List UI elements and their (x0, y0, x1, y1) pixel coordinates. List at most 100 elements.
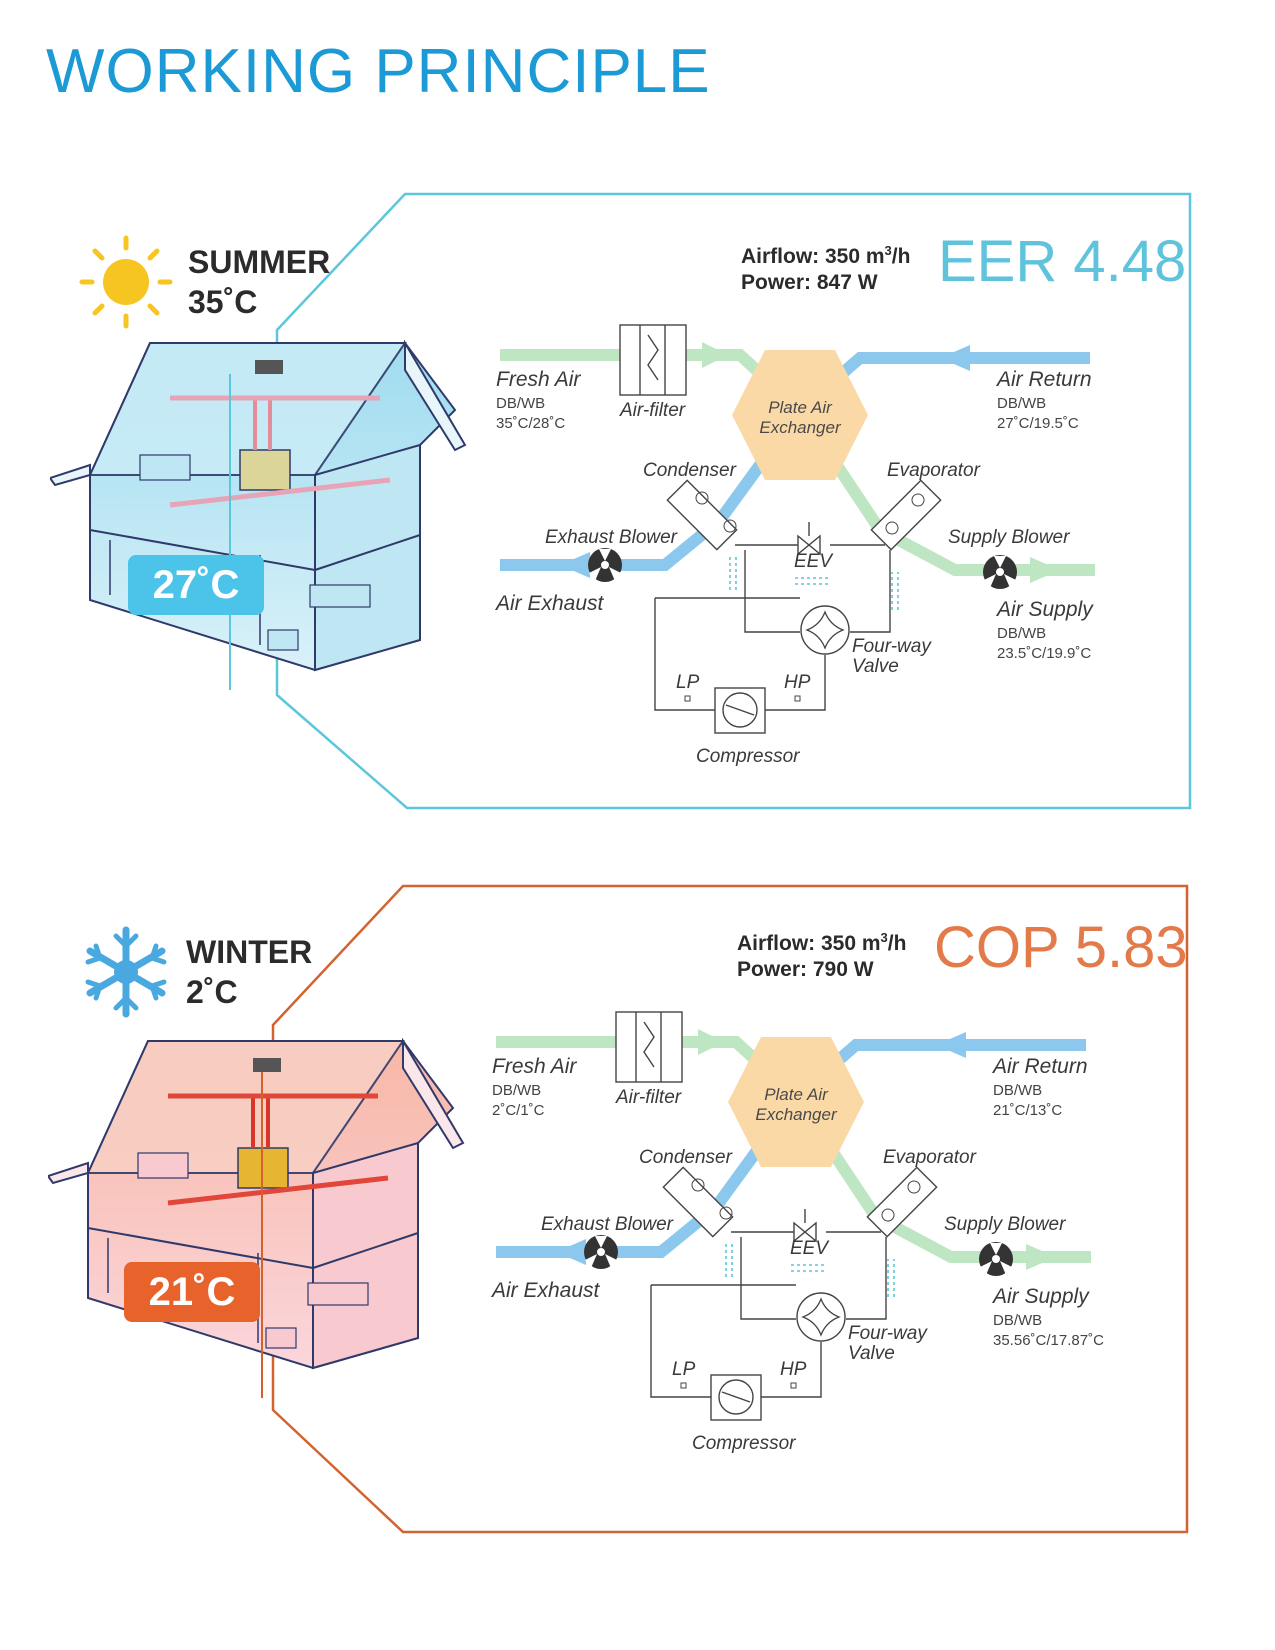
air-filter-icon (619, 324, 687, 396)
snowflake-icon (85, 926, 167, 1018)
supply-blower-icon (983, 555, 1017, 589)
condenser-coil (662, 1166, 734, 1238)
evaporator-label: Evaporator (887, 460, 980, 481)
air-return-dbwb-value: 21˚C/13˚C (993, 1102, 1063, 1119)
lp-label: LP (672, 1359, 696, 1380)
indoor-temperature-badge: 21˚C (124, 1262, 260, 1322)
season-label: WINTER 2˚C (186, 932, 312, 1012)
eev-valve-icon (793, 1221, 817, 1243)
plate-air-exchanger-hexagon (732, 350, 868, 480)
four-way-valve-label: Four-way Valve (848, 1324, 927, 1364)
house-illustration (48, 1038, 465, 1398)
sun-icon (79, 235, 173, 329)
flow-diagram-graphic (485, 324, 1095, 734)
airflow-text: Airflow: 350 m (737, 932, 881, 955)
performance-stats: Airflow: 350 m3/h Power: 847 W (741, 238, 910, 296)
evaporator-coil (870, 479, 942, 551)
lp-label: LP (676, 672, 700, 693)
evaporator-label: Evaporator (883, 1147, 976, 1168)
air-return-dbwb-value: 27˚C/19.5˚C (997, 415, 1079, 432)
air-supply-label: Air Supply (993, 1285, 1089, 1308)
hp-label: HP (784, 672, 811, 693)
eev-label: EEV (794, 551, 833, 572)
exhaust-blower-icon (584, 1235, 618, 1269)
plate-air-exchanger-hexagon (728, 1037, 864, 1167)
eev-valve-icon (797, 534, 821, 556)
exchanger-label-line2: Exchanger (755, 1105, 837, 1124)
airflow-text: Airflow: 350 m (741, 245, 885, 268)
supply-blower-icon (979, 1242, 1013, 1276)
flow-diagram-graphic (481, 1011, 1091, 1421)
airflow-unit-sup: 3 (880, 930, 888, 945)
four-way-valve-label-line1: Four-way (848, 1323, 927, 1344)
air-supply-dbwb-label: DB/WB (993, 1312, 1043, 1329)
compressor-label: Compressor (696, 746, 800, 767)
power-stat: Power: 790 W (737, 958, 874, 981)
fresh-air-dbwb-label: DB/WB (492, 1082, 542, 1099)
hvac-flow-diagram: Fresh Air DB/WB 35˚C/28˚C Air-filter Pla… (485, 310, 1160, 810)
airflow-unit: /h (891, 245, 911, 268)
compressor-label: Compressor (692, 1433, 796, 1454)
four-way-valve-label-line2: Valve (848, 1343, 895, 1364)
season-name: WINTER (186, 934, 313, 970)
page-title: WORKING PRINCIPLE (46, 37, 711, 106)
fresh-air-dbwb-label: DB/WB (496, 395, 546, 412)
exchanger-label-line1: Plate Air (764, 1085, 828, 1104)
condenser-label: Condenser (639, 1147, 732, 1168)
air-return-dbwb-label: DB/WB (997, 395, 1047, 412)
air-supply-dbwb-label: DB/WB (997, 625, 1047, 642)
exhaust-blower-icon (588, 548, 622, 582)
condenser-coil (666, 479, 738, 551)
air-exhaust-label: Air Exhaust (496, 592, 604, 615)
fresh-air-dbwb-value: 35˚C/28˚C (496, 415, 566, 432)
four-way-valve-label-line2: Valve (852, 656, 899, 677)
air-return-dbwb-label: DB/WB (993, 1082, 1043, 1099)
hvac-flow-diagram: Fresh Air DB/WB 2˚C/1˚C Air-filter Plate… (481, 997, 1156, 1497)
evaporator-coil (866, 1166, 938, 1238)
supply-blower-label: Supply Blower (944, 1214, 1066, 1235)
outdoor-temperature: 35˚C (188, 284, 258, 320)
supply-blower-label: Supply Blower (948, 527, 1070, 548)
airflow-stat: Airflow: 350 m3/h (741, 238, 910, 270)
exchanger-label: Plate Air Exchanger (736, 1085, 856, 1125)
house-illustration (50, 340, 467, 690)
season-name: SUMMER (188, 244, 331, 280)
compressor-icon (714, 687, 766, 734)
winter-section: WINTER 2˚C 21˚C Airflow: 350 m3/h Power:… (0, 880, 1275, 1560)
air-return-label: Air Return (993, 1055, 1088, 1078)
four-way-valve-label-line1: Four-way (852, 636, 931, 657)
summer-section: SUMMER 35˚C 27˚C Airflow: 350 m3/h Power… (0, 190, 1275, 870)
airflow-stat: Airflow: 350 m3/h (737, 925, 906, 957)
compressor-icon (710, 1374, 762, 1421)
exchanger-label-line2: Exchanger (759, 418, 841, 437)
airflow-unit-sup: 3 (884, 243, 892, 258)
eev-label: EEV (790, 1238, 829, 1259)
efficiency-rating: COP 5.83 (934, 915, 1188, 980)
exhaust-blower-label: Exhaust Blower (541, 1214, 674, 1235)
airflow-unit: /h (887, 932, 907, 955)
efficiency-rating: EER 4.48 (938, 229, 1187, 294)
fresh-air-dbwb-value: 2˚C/1˚C (492, 1102, 545, 1119)
fresh-air-label: Fresh Air (496, 368, 581, 391)
season-label: SUMMER 35˚C (188, 242, 330, 322)
air-exhaust-label: Air Exhaust (492, 1279, 600, 1302)
exchanger-label-line1: Plate Air (768, 398, 832, 417)
condenser-label: Condenser (643, 460, 736, 481)
fresh-air-label: Fresh Air (492, 1055, 577, 1078)
hp-label: HP (780, 1359, 807, 1380)
air-filter-label: Air-filter (616, 1087, 682, 1108)
four-way-valve-icon (800, 605, 850, 655)
indoor-temperature-badge: 27˚C (128, 555, 264, 615)
air-supply-dbwb-value: 35.56˚C/17.87˚C (993, 1332, 1104, 1349)
air-return-label: Air Return (997, 368, 1092, 391)
four-way-valve-icon (796, 1292, 846, 1342)
performance-stats: Airflow: 350 m3/h Power: 790 W (737, 925, 906, 983)
air-supply-dbwb-value: 23.5˚C/19.9˚C (997, 645, 1092, 662)
exchanger-label: Plate Air Exchanger (740, 398, 860, 438)
air-filter-icon (615, 1011, 683, 1083)
outdoor-temperature: 2˚C (186, 974, 238, 1010)
air-filter-label: Air-filter (620, 400, 686, 421)
exhaust-blower-label: Exhaust Blower (545, 527, 678, 548)
four-way-valve-label: Four-way Valve (852, 637, 931, 677)
air-supply-label: Air Supply (997, 598, 1093, 621)
